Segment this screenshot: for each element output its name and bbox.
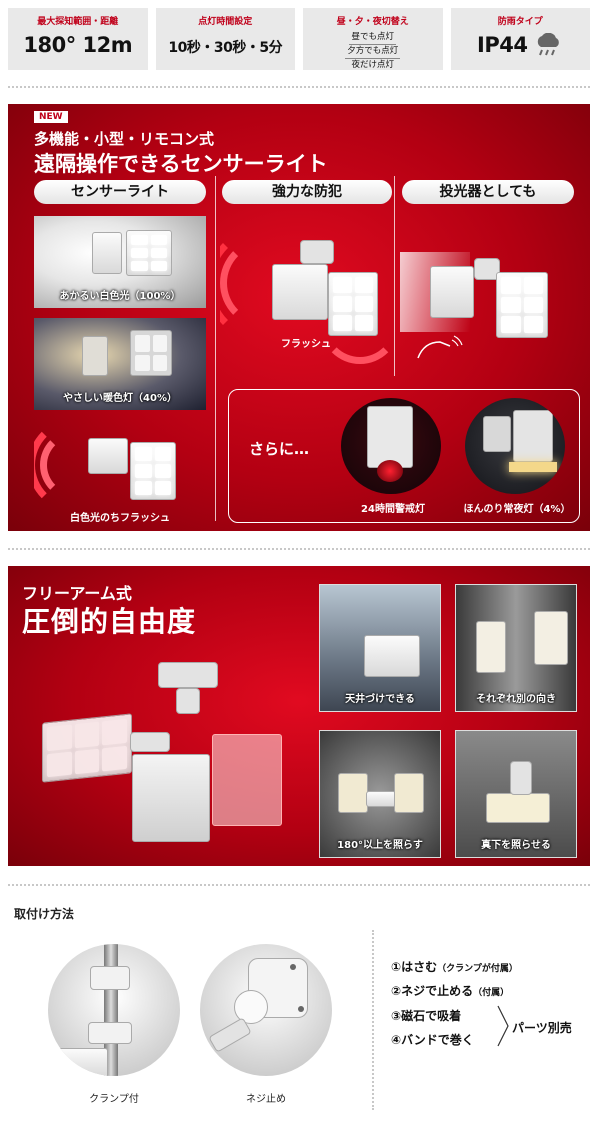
thumb-ceiling: 天井づけできる <box>319 584 441 712</box>
divider <box>8 884 590 886</box>
thumb-caption: 天井づけできる <box>345 694 415 705</box>
photo-floodlight <box>400 222 576 372</box>
photo-bright-white: あかるい白色光（100%） <box>34 216 206 308</box>
panel-subtitle: 多機能・小型・リモコン式 <box>34 130 215 148</box>
spec-detection-range: 最大探知範囲・距離 180° 12m <box>8 8 148 70</box>
method-magnet: ③磁石で吸着 <box>391 1007 461 1024</box>
mode-item: 昼でも点灯 <box>349 31 396 45</box>
column-divider <box>394 176 395 376</box>
clamp-mount-image <box>48 944 180 1076</box>
spec-row: 最大探知範囲・距離 180° 12m 点灯時間設定 10秒・30秒・5分 昼・夕… <box>8 8 590 70</box>
method-note: （付属） <box>473 988 510 998</box>
bracket-icon <box>497 1005 509 1047</box>
spec-value: 10秒・30秒・5分 <box>168 40 283 56</box>
photo-caption: ほんのり常夜灯（4%） <box>463 504 571 515</box>
column-divider <box>215 176 216 521</box>
photo-warm-light: やさしい暖色灯（40%） <box>34 318 206 410</box>
thumb-180-degree: 180°以上を照らす <box>319 730 441 858</box>
spec-value: IP44 <box>477 33 528 57</box>
thumb-caption: それぞれ別の向き <box>476 694 556 705</box>
thumb-caption: 真下を照らせる <box>481 840 551 851</box>
clamp-caption: クランプ付 <box>89 1094 139 1105</box>
install-title: 取付け方法 <box>14 907 75 921</box>
method-text: ③磁石で吸着 <box>391 1009 462 1023</box>
column-heading-security: 強力な防犯 <box>222 180 392 204</box>
spec-timer: 点灯時間設定 10秒・30秒・5分 <box>155 8 295 70</box>
spec-label: 昼・夕・夜切替え <box>336 17 409 27</box>
column-heading-floodlight: 投光器としても <box>402 180 574 204</box>
photo-security-flash: フラッシュ <box>220 224 392 364</box>
method-screw: ②ネジで止める（付属） <box>391 982 509 999</box>
panel-subtitle: フリーアーム式 <box>22 584 132 603</box>
photo-caption: あかるい白色光（100%） <box>59 291 181 302</box>
method-text: ②ネジで止める <box>391 984 474 998</box>
panel-title: 圧倒的自由度 <box>22 605 197 638</box>
more-features-box: さらに… 24時間警戒灯 ほんのり常夜灯（4%） <box>228 389 580 523</box>
spec-label: 防雨タイプ <box>497 17 543 27</box>
column-heading-sensor: センサーライト <box>34 180 206 204</box>
photo-caption: やさしい暖色灯（40%） <box>63 393 177 404</box>
panel-title: 遠隔操作できるセンサーライト <box>34 152 328 176</box>
divider <box>8 86 590 88</box>
feature-panel: NEW 多機能・小型・リモコン式 遠隔操作できるセンサーライト センサーライト … <box>8 104 590 531</box>
photo-caption: 白色光のちフラッシュ <box>70 513 170 524</box>
spec-mode-switch: 昼・夕・夜切替え 昼でも点灯 夕方でも点灯 夜だけ点灯 <box>303 8 443 70</box>
spec-label: 点灯時間設定 <box>198 17 253 27</box>
thumb-different-directions: それぞれ別の向き <box>455 584 577 712</box>
divider <box>372 930 374 1110</box>
photo-caption: 24時間警戒灯 <box>361 504 425 515</box>
new-badge: NEW <box>34 111 68 123</box>
rain-cloud-icon <box>538 33 560 56</box>
more-label: さらに… <box>249 440 310 458</box>
divider <box>8 548 590 550</box>
mode-item: 夜だけ点灯 <box>351 60 394 70</box>
remote-hand-icon <box>417 335 463 359</box>
method-note: （クランプが付属） <box>437 964 518 974</box>
thumb-straight-down: 真下を照らせる <box>455 730 577 858</box>
screw-caption: ネジ止め <box>246 1094 286 1105</box>
photo-caption: フラッシュ <box>281 339 331 350</box>
method-text: ①はさむ <box>391 960 438 974</box>
photo-24h-alert <box>341 398 441 494</box>
mode-item: 夕方でも点灯 <box>345 45 401 59</box>
photo-night-light <box>465 398 565 494</box>
free-arm-panel: フリーアーム式 圧倒的自由度 天井づけできる それぞれ別の向き 180°以上を照… <box>8 566 590 866</box>
free-arm-product-image <box>32 658 302 858</box>
method-clamp: ①はさむ（クランプが付属） <box>391 958 518 975</box>
sold-separately-label: パーツ別売 <box>512 1021 572 1035</box>
spec-waterproof: 防雨タイプ IP44 <box>450 8 590 70</box>
method-band: ④バンドで巻く <box>391 1031 474 1048</box>
spec-label: 最大探知範囲・距離 <box>37 17 119 27</box>
thumb-caption: 180°以上を照らす <box>337 840 423 851</box>
mode-list: 昼でも点灯 夕方でも点灯 夜だけ点灯 <box>303 31 443 72</box>
spec-value: 180° 12m <box>23 33 133 57</box>
photo-flash-mode: 白色光のちフラッシュ <box>34 418 206 528</box>
method-text: ④バンドで巻く <box>391 1033 474 1047</box>
screw-mount-image <box>200 944 332 1076</box>
